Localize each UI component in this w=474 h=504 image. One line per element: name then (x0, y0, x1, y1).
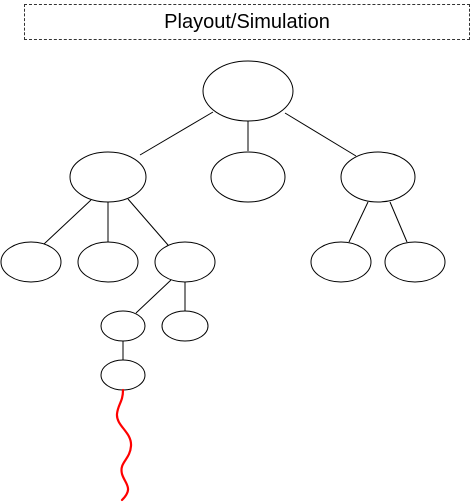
edge-a-a3 (127, 198, 169, 246)
edge-root-a (139, 111, 214, 156)
node-l1 (100, 310, 146, 342)
diagram-title: Playout/Simulation (164, 10, 330, 33)
edge-c-c2 (389, 201, 408, 243)
node-c (340, 151, 416, 203)
node-a1 (0, 241, 62, 283)
title-box: Playout/Simulation (24, 4, 470, 40)
edge-a-a1 (43, 199, 92, 245)
node-a (69, 151, 147, 203)
node-b (210, 151, 286, 203)
edge-root-c (284, 112, 357, 157)
node-a2 (77, 241, 139, 283)
node-root (202, 60, 294, 122)
node-c2 (384, 241, 446, 283)
node-c1 (310, 241, 372, 283)
node-l2 (161, 310, 209, 342)
edge-a3-l1 (135, 279, 172, 314)
node-a3 (154, 241, 216, 283)
playout-path (115, 388, 133, 502)
node-d1 (100, 359, 146, 391)
edge-c-c1 (348, 201, 369, 243)
